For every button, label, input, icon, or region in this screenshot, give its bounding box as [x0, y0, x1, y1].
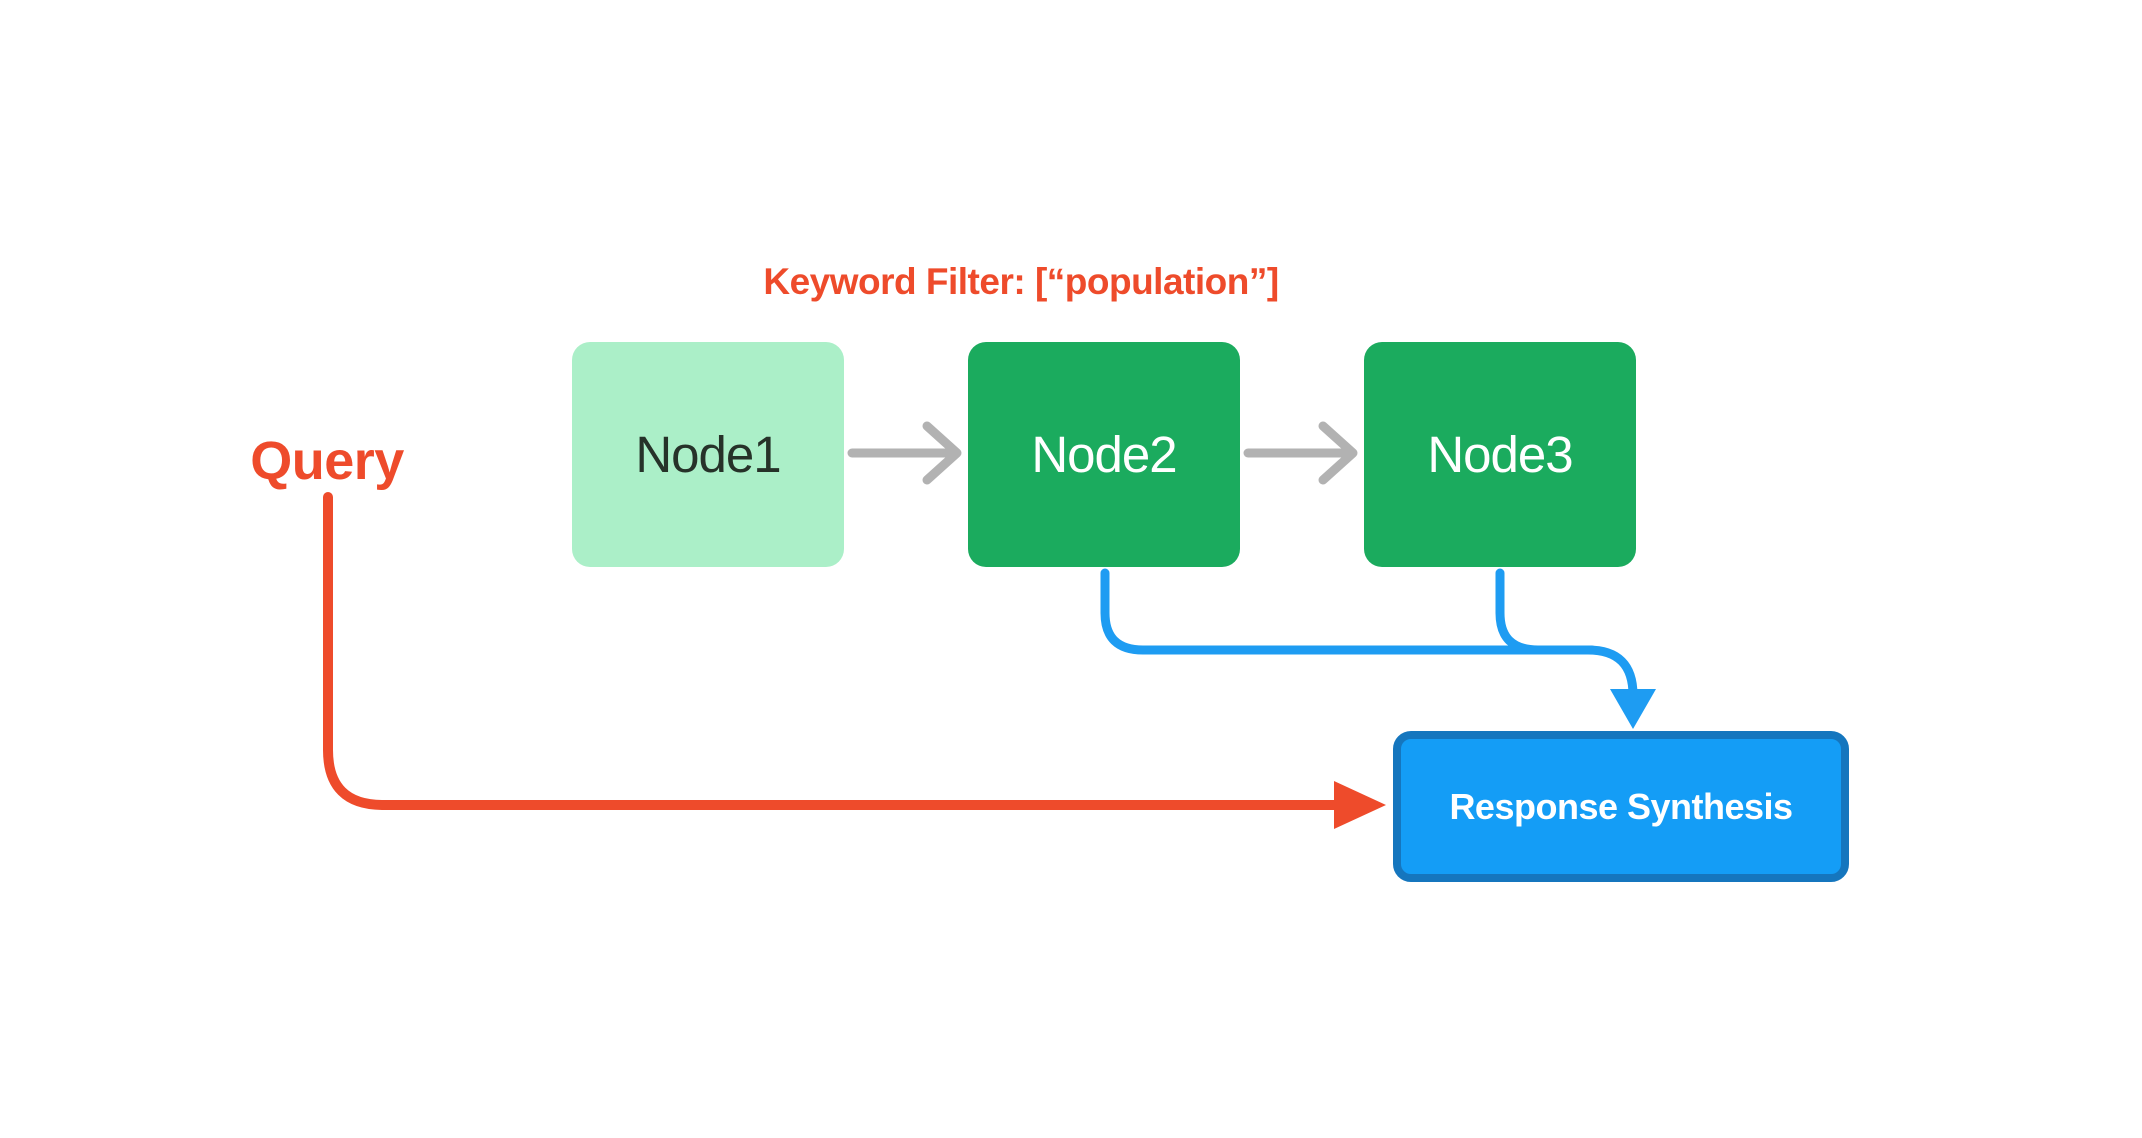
response-synthesis-label: Response Synthesis [1449, 785, 1793, 827]
node3-label: Node3 [1427, 426, 1573, 483]
node1-label: Node1 [635, 426, 781, 483]
synthesis-arrowhead-icon [1610, 689, 1656, 729]
query-to-synthesis-arrow [323, 492, 1386, 829]
node1-to-node2-arrow [847, 421, 962, 485]
node2-label: Node2 [1031, 426, 1177, 483]
node1-box: Node1 [572, 342, 844, 567]
keyword-filter-label: Keyword Filter: [“population”] [763, 261, 1279, 302]
node3-box: Node3 [1364, 342, 1636, 567]
node2-to-synthesis-connector [1100, 568, 1656, 729]
node3-to-synthesis-connector [1495, 568, 1597, 655]
node2-box: Node2 [968, 342, 1240, 567]
query-arrowhead-icon [1334, 781, 1386, 829]
response-synthesis-box: Response Synthesis [1393, 731, 1849, 882]
node2-to-node3-arrow [1243, 421, 1358, 485]
query-label: Query [250, 431, 404, 491]
